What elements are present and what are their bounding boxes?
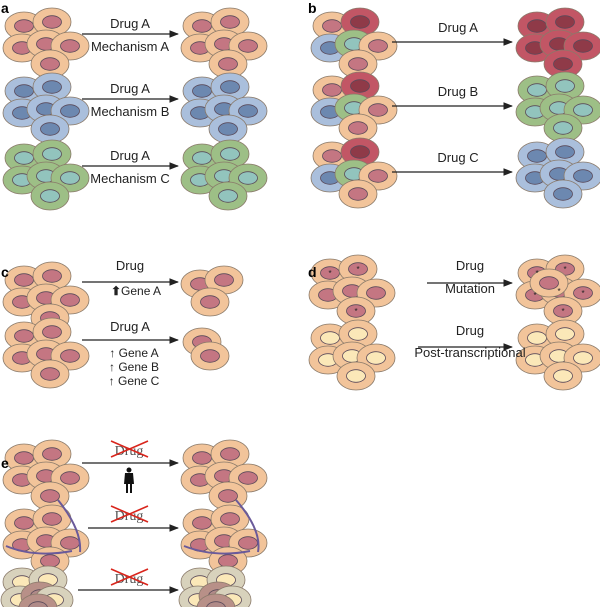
gene-label: ↑ Gene B bbox=[109, 360, 159, 374]
cell bbox=[30, 181, 70, 211]
cell bbox=[338, 254, 378, 284]
drug-label: Drug A bbox=[110, 16, 150, 31]
mutation-star-mark: * bbox=[356, 265, 359, 274]
cell bbox=[543, 179, 583, 209]
cell bbox=[32, 72, 72, 102]
drug-label: Drug bbox=[456, 323, 484, 338]
cell bbox=[190, 287, 230, 317]
drug-crossed-label: Drug bbox=[115, 509, 144, 524]
panel-label-c: c bbox=[1, 264, 9, 280]
cell bbox=[543, 113, 583, 143]
mutation-star-mark: * bbox=[557, 287, 560, 296]
cell bbox=[543, 361, 583, 391]
panel-label-a: a bbox=[1, 0, 9, 16]
drug-label: Drug bbox=[116, 258, 144, 273]
cell bbox=[338, 319, 378, 349]
cell bbox=[208, 49, 248, 79]
cell bbox=[545, 319, 585, 349]
cell bbox=[210, 439, 250, 469]
drug-label: Drug bbox=[456, 258, 484, 273]
mechanism-label: Post-transcriptional bbox=[414, 345, 525, 360]
cell bbox=[18, 593, 58, 607]
cell bbox=[208, 181, 248, 211]
cell bbox=[543, 49, 583, 79]
mechanism-label: Mechanism B bbox=[91, 104, 170, 119]
cell bbox=[338, 49, 378, 79]
cell bbox=[210, 139, 250, 169]
drug-crossed-label: Drug bbox=[115, 572, 144, 587]
drug-label: Drug A bbox=[110, 148, 150, 163]
mutation-star-mark: * bbox=[354, 307, 357, 316]
cell bbox=[32, 261, 72, 291]
cell bbox=[340, 7, 380, 37]
extracellular-matrix-line bbox=[57, 499, 82, 553]
panel-label-b: b bbox=[308, 0, 317, 16]
cell bbox=[529, 268, 569, 298]
cell bbox=[30, 49, 70, 79]
cell bbox=[336, 361, 376, 391]
cell bbox=[30, 359, 70, 389]
extracellular-matrix-line bbox=[183, 545, 251, 555]
extracellular-matrix-line bbox=[5, 545, 73, 555]
cell bbox=[210, 72, 250, 102]
cell bbox=[32, 317, 72, 347]
cross-out-icon bbox=[110, 505, 149, 523]
cell bbox=[338, 113, 378, 143]
mechanism-label: Mechanism C bbox=[90, 171, 169, 186]
drug-label: Drug A bbox=[438, 20, 478, 35]
cell bbox=[210, 504, 250, 534]
cell bbox=[545, 71, 585, 101]
mutation-star-mark: * bbox=[535, 269, 538, 278]
drug-label: Drug B bbox=[438, 84, 478, 99]
person-icon bbox=[124, 467, 134, 493]
mutation-star-mark: * bbox=[533, 291, 536, 300]
mutation-star-mark: * bbox=[328, 269, 331, 278]
mechanism-label: Mutation bbox=[445, 281, 495, 296]
cell bbox=[32, 139, 72, 169]
cell bbox=[340, 71, 380, 101]
cell bbox=[338, 179, 378, 209]
mutation-star-mark: * bbox=[581, 289, 584, 298]
cell bbox=[190, 341, 230, 371]
extracellular-matrix-line bbox=[235, 499, 260, 553]
cell bbox=[204, 265, 244, 295]
cell bbox=[32, 7, 72, 37]
cell bbox=[196, 593, 236, 607]
cell bbox=[545, 7, 585, 37]
drug-crossed-label: Drug bbox=[115, 444, 144, 459]
panel-label-e: e bbox=[1, 455, 9, 471]
mutation-star-mark: * bbox=[561, 307, 564, 316]
mutation-star-mark: * bbox=[563, 265, 566, 274]
panel-label-d: d bbox=[308, 264, 317, 280]
drug-label: Drug C bbox=[437, 150, 478, 165]
mechanism-label: Mechanism A bbox=[91, 39, 169, 54]
drug-label: Drug A bbox=[110, 81, 150, 96]
drug-label: Drug A bbox=[110, 319, 150, 334]
gene-label: ⬆Gene A bbox=[111, 284, 161, 298]
cell bbox=[543, 296, 583, 326]
cross-out-icon bbox=[110, 568, 149, 586]
gene-label: ↑ Gene C bbox=[109, 374, 160, 388]
cell bbox=[32, 504, 72, 534]
cell bbox=[30, 114, 70, 144]
gene-label: ↑ Gene A bbox=[109, 346, 158, 360]
cell bbox=[336, 296, 376, 326]
cell bbox=[208, 114, 248, 144]
cross-out-icon bbox=[110, 440, 149, 458]
